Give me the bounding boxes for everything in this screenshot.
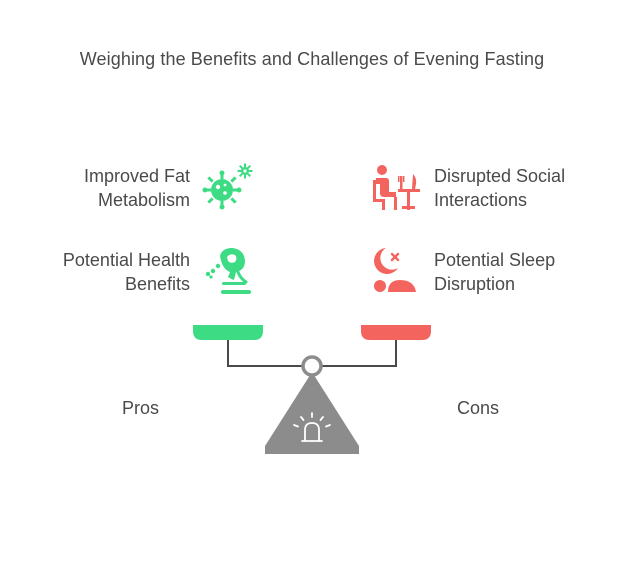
pros-side-label: Pros <box>122 398 160 418</box>
microbe-gear-icon <box>202 163 253 210</box>
cons-pan <box>361 325 431 340</box>
cons-item-social-interactions-label: Disrupted Social Interactions <box>434 166 566 210</box>
siren-icon <box>293 412 331 442</box>
pros-item-fat-metabolism-label: Improved Fat Metabolism <box>83 166 190 210</box>
cons-side-label: Cons <box>457 398 500 418</box>
cons-item-sleep-disruption-label: Potential Sleep Disruption <box>434 250 556 294</box>
scale-foot <box>265 446 359 454</box>
scale-stand <box>265 372 359 446</box>
sleep-disruption-icon <box>374 248 416 292</box>
pros-pan <box>193 325 263 340</box>
pros-item-health-benefits-label: Potential Health Benefits <box>62 250 190 294</box>
person-dining-alone-icon <box>373 165 420 210</box>
health-nutrition-icon <box>205 248 251 294</box>
diagram-title: Weighing the Benefits and Challenges of … <box>79 49 545 69</box>
scale-pivot <box>301 355 323 377</box>
